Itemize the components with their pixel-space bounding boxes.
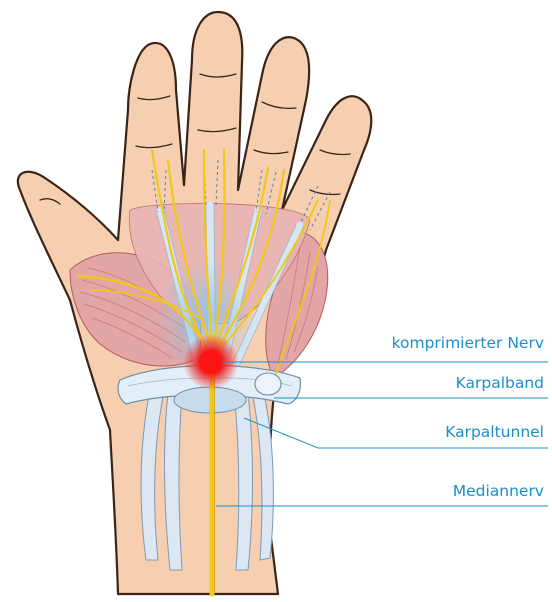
label-median-nerve: Mediannerv bbox=[453, 482, 544, 500]
label-compressed-nerve: komprimierter Nerv bbox=[392, 334, 544, 352]
label-carpal-ligament: Karpalband bbox=[456, 374, 544, 392]
label-carpal-tunnel: Karpaltunnel bbox=[445, 423, 544, 441]
pisiform-bone bbox=[255, 373, 281, 395]
